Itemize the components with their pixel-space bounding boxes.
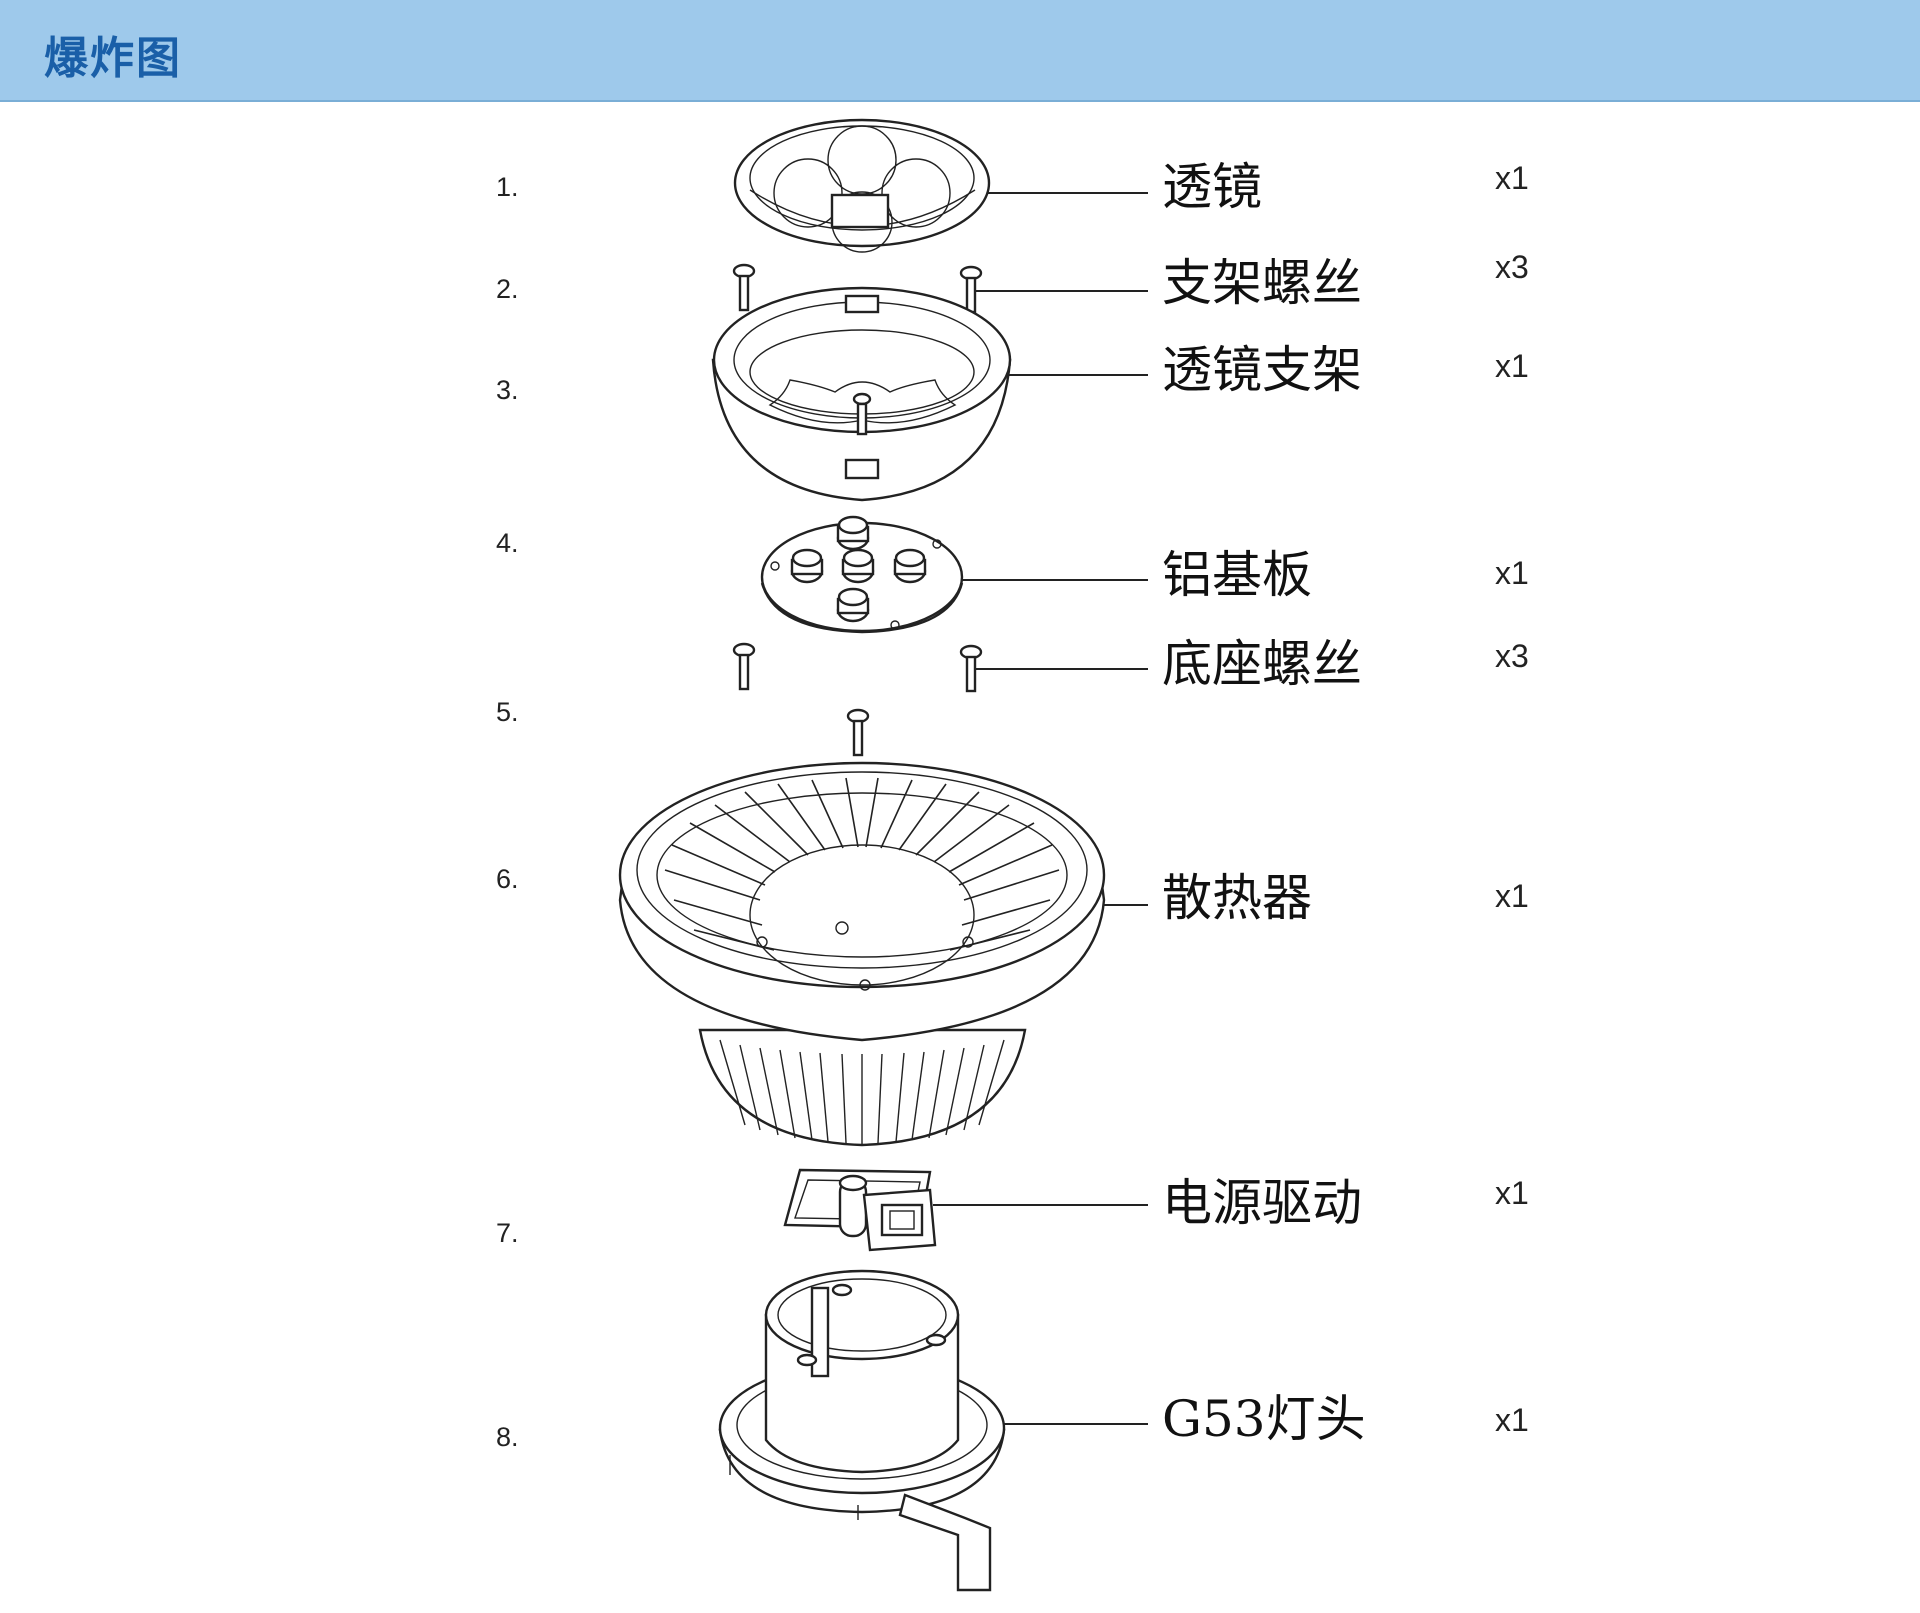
part-name-base-screw: 底座螺丝 (1162, 635, 1362, 693)
lens-holder-icon (711, 286, 1012, 502)
part-name-lens-holder: 透镜支架 (1162, 341, 1362, 399)
part-number-5: 5. (496, 697, 519, 727)
part-name-aluminum-board: 铝基板 (1162, 546, 1312, 604)
part-number-3: 3. (496, 375, 519, 405)
part-qty-7: x1 (1495, 1175, 1529, 1211)
part-number-4: 4. (496, 528, 519, 558)
part-number-8: 8. (496, 1422, 519, 1452)
header-bar: 爆炸图 (0, 0, 1920, 102)
part-number-7: 7. (496, 1218, 519, 1248)
power-driver-icon (783, 1168, 937, 1252)
part-number-6: 6. (496, 864, 519, 894)
part-qty-3: x1 (1495, 348, 1529, 384)
leader-lines (933, 192, 1148, 1425)
part-number-2: 2. (496, 274, 519, 304)
bracket-screw-icon (732, 263, 983, 314)
part-number-1: 1. (496, 172, 519, 202)
part-name-power-driver: 电源驱动 (1162, 1174, 1362, 1232)
part-qty-1: x1 (1495, 160, 1529, 196)
page-title: 爆炸图 (44, 33, 182, 84)
part-qty-6: x1 (1495, 878, 1529, 914)
lens-icon (733, 118, 991, 253)
part-qty-8: x1 (1495, 1402, 1529, 1438)
part-name-heat-sink: 散热器 (1162, 869, 1312, 927)
part-name-bracket-screw: 支架螺丝 (1162, 254, 1362, 312)
g53-lamp-base-icon (718, 1269, 1006, 1592)
part-qty-2: x3 (1495, 249, 1529, 285)
aluminum-board-icon (760, 515, 964, 634)
part-name-lens: 透镜 (1162, 158, 1262, 216)
heat-sink-icon (618, 761, 1106, 1147)
part-qty-4: x1 (1495, 555, 1529, 591)
base-screw-icon (732, 642, 983, 757)
part-qty-5: x3 (1495, 638, 1529, 674)
part-name-g53-lamp-base: G53灯头 (1162, 1390, 1366, 1448)
